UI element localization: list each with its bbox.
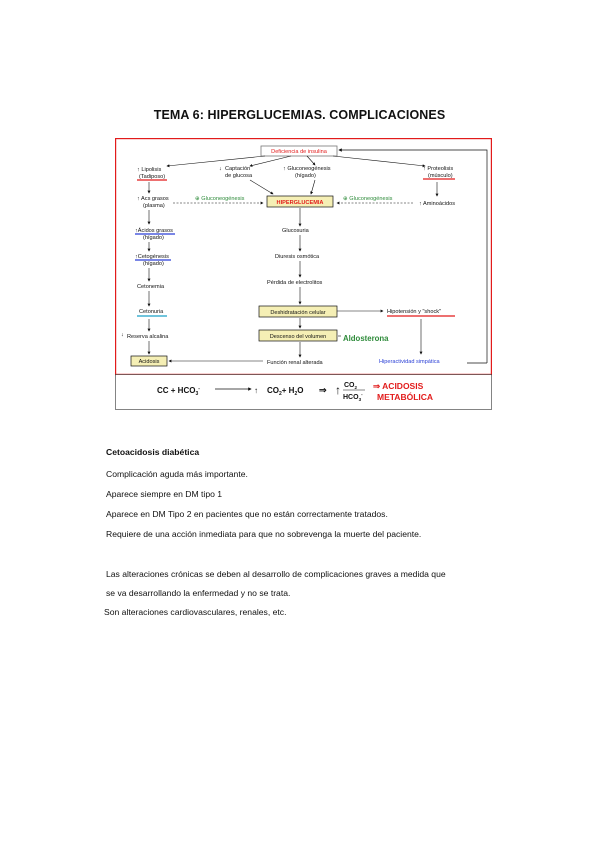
feedback-line xyxy=(338,148,488,363)
deshidratacion-box xyxy=(258,305,338,318)
body-line-1: Complicación aguda más importante. xyxy=(106,469,248,479)
descenso-box xyxy=(258,329,338,342)
glucosuria-label: Glucosuria xyxy=(282,228,310,234)
eq-up-arrow: ↑ xyxy=(254,386,258,395)
equation-frame xyxy=(115,374,492,410)
acs-grasos-1: ↑ Acs grasos xyxy=(137,196,169,202)
gluconeo-top-1: ↑ Gluconeogénesis xyxy=(283,166,331,172)
body-line-4: Requiere de una acción inmediata para qu… xyxy=(106,529,422,539)
eq-mid: CO2+ H2O xyxy=(267,386,303,397)
eq-left: CC + HCO3- xyxy=(157,386,200,397)
body-line-2: Aparece siempre en DM tipo 1 xyxy=(106,489,223,499)
cetonuria-label: Cetonuria xyxy=(139,309,164,315)
cetogenesis-1: ↑Cetogénesis xyxy=(135,254,169,260)
hiperglucemia-box xyxy=(266,195,334,208)
acidos-grasos-1: ↑Ácidos grasos xyxy=(135,227,173,234)
arrow-to-gluconeo xyxy=(306,155,316,166)
para2-line-3: Son alteraciones cardiovasculares, renal… xyxy=(104,607,287,617)
acidosis-box xyxy=(130,355,168,367)
eq-frac-arrow: ↑ xyxy=(335,383,341,397)
acidos-grasos-2: (hígado) xyxy=(143,235,164,241)
down-arrow-glyph: ↓ xyxy=(219,166,222,172)
arrow-capt-hiper xyxy=(249,179,274,195)
body-line-3: Aparece en DM Tipo 2 en pacientes que no… xyxy=(106,509,388,519)
deshidratacion-label: Deshidratación celular xyxy=(270,310,325,316)
section-heading: Cetoacidosis diabética xyxy=(106,447,200,457)
eq-result-1: ⇒ ACIDOSIS xyxy=(373,381,424,391)
lipolisis-sub: (Tadiposo) xyxy=(139,174,165,180)
acs-grasos-2: (plasma) xyxy=(143,203,165,209)
eq-result-2: METABÓLICA xyxy=(377,391,433,402)
eq-implies: ⇒ xyxy=(319,385,327,395)
reserva-label: Reserva alcalina xyxy=(127,334,169,340)
acidosis-label: Acidosis xyxy=(139,359,160,365)
aminoacidos-label: ↑ Aminoácidos xyxy=(419,201,455,207)
para2-line-1: Las alteraciones crónicas se deben al de… xyxy=(106,569,446,579)
cetogenesis-2: (hígado) xyxy=(143,261,164,267)
captacion-label-1: Captación xyxy=(225,166,250,172)
lipolisis-label: ↑ Lipolisis xyxy=(137,167,161,173)
proteolisis-label: ↑ Proteolisis xyxy=(423,166,453,172)
aldosterona-label: Aldosterona xyxy=(343,334,389,343)
cetonemia-label: Cetonemia xyxy=(137,284,165,290)
descenso-label: Descenso del volumen xyxy=(270,334,327,340)
arrow-to-proteolisis xyxy=(332,155,426,168)
funcion-renal-label: Función renal alterada xyxy=(267,360,324,366)
arrow-to-lipolisis xyxy=(166,155,266,168)
gluconeo-left: ⊕ Gluconeogénesis xyxy=(195,196,245,202)
proteolisis-sub: (músculo) xyxy=(428,173,453,179)
arrow-to-captacion xyxy=(249,155,292,167)
down-arrow-reserva: ↓ xyxy=(121,332,124,338)
hyperglycemia-diagram: Deficiencia de insulina ↑ Lipolisis (Tad… xyxy=(115,138,492,410)
perdida-label: Pérdida de electrolitos xyxy=(267,280,323,286)
deficiencia-box xyxy=(260,145,338,157)
eq-num: CO2 xyxy=(344,382,358,390)
deficiencia-label: Deficiencia de insulina xyxy=(271,149,328,155)
hiperglucemia-label: HIPERGLUCEMIA xyxy=(277,200,324,206)
diuresis-label: Diuresis osmótica xyxy=(275,254,320,260)
page-title: TEMA 6: HIPERGLUCEMIAS. COMPLICACIONES xyxy=(153,108,446,122)
gluconeo-right: ⊕ Gluconeogénesis xyxy=(343,196,393,202)
captacion-label-2: de glucosa xyxy=(225,173,253,179)
para2-line-2: se va desarrollando la enfermedad y no s… xyxy=(106,588,291,598)
diagram-svg: Deficiencia de insulina ↑ Lipolisis (Tad… xyxy=(115,138,492,410)
gluconeo-top-2: (hígado) xyxy=(295,173,316,179)
hiperactividad-label: Hiperactividad simpática xyxy=(379,359,441,365)
hipotension-label: Hipotensión y "shock" xyxy=(387,309,441,315)
arrow-gluco-hiper xyxy=(310,179,316,195)
eq-den: HCO3- xyxy=(343,392,363,402)
